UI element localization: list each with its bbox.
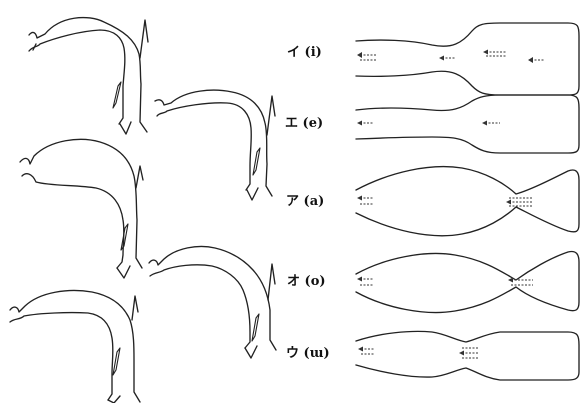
vocal-tract-sketch-i: [29, 18, 148, 134]
vowel-roman-a: (a): [304, 194, 325, 209]
vowel-label-u: ウ (ɯ): [286, 347, 330, 360]
tube-model-a: [356, 167, 579, 236]
vocal-tract-sketch-e: [155, 90, 275, 200]
vowel-roman-i: (i): [305, 45, 322, 60]
vocal-tract-sketch-o: [149, 246, 276, 358]
tube-model-e: [356, 95, 579, 153]
vowel-kana-i: イ: [287, 45, 300, 60]
vowel-roman-u: (ɯ): [304, 346, 330, 361]
tube-model-u: [356, 331, 579, 380]
vowel-label-o: オ (o): [287, 275, 326, 288]
vocal-tract-sketch-u: [10, 291, 140, 403]
vowel-label-i: イ (i): [287, 46, 322, 59]
tube-model-o-flow-arrows: [357, 277, 533, 286]
vocal-tract-sketch-a: [20, 139, 143, 278]
tube-model-u-flow-arrows: [358, 347, 478, 359]
vowel-kana-a: ア: [286, 194, 299, 209]
vowel-label-e: エ (e): [285, 117, 323, 130]
vowel-roman-e: (e): [303, 116, 324, 131]
tube-model-o: [356, 251, 579, 312]
vowel-kana-e: エ: [285, 116, 298, 131]
vowel-label-a: ア (a): [286, 195, 324, 208]
vowel-kana-u: ウ: [286, 346, 299, 361]
tube-model-i-flow-arrows: [357, 50, 545, 64]
tube-model-a-flow-arrows: [357, 196, 533, 207]
tube-model-e-flow-arrows: [357, 121, 500, 126]
tube-model-i: [356, 23, 579, 95]
vowel-kana-o: オ: [287, 274, 300, 289]
vowel-roman-o: (o): [305, 274, 326, 289]
